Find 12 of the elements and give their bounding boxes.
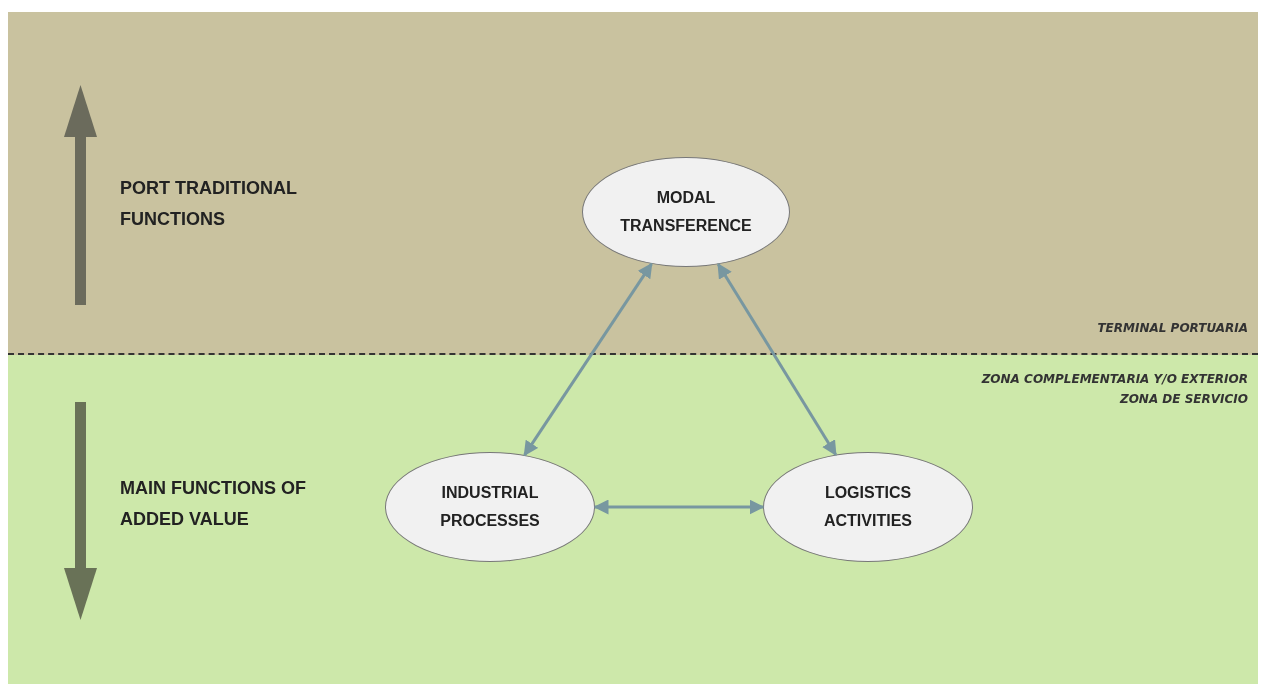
double-arrow [717,263,837,456]
function-label: LOGISTICS ACTIVITIES [823,483,913,531]
function-category-label: MAIN FUNCTIONS OF ADDED VALUE [120,477,307,531]
zone-band [8,355,1258,684]
zone-label: TERMINAL PORTUARIA [1096,320,1248,337]
zone-band [8,12,1258,355]
zone-label: ZONA COMPLEMENTARIA Y/O EXTERIOR ZONA DE SERVICIO [980,371,1248,408]
double-arrow [593,499,765,515]
function-label: INDUSTRIAL PROCESSES [439,483,541,531]
double-arrow [523,262,653,457]
function-category-label: PORT TRADITIONAL FUNCTIONS [120,177,298,231]
function-label: MODAL TRANSFERENCE [619,188,753,236]
